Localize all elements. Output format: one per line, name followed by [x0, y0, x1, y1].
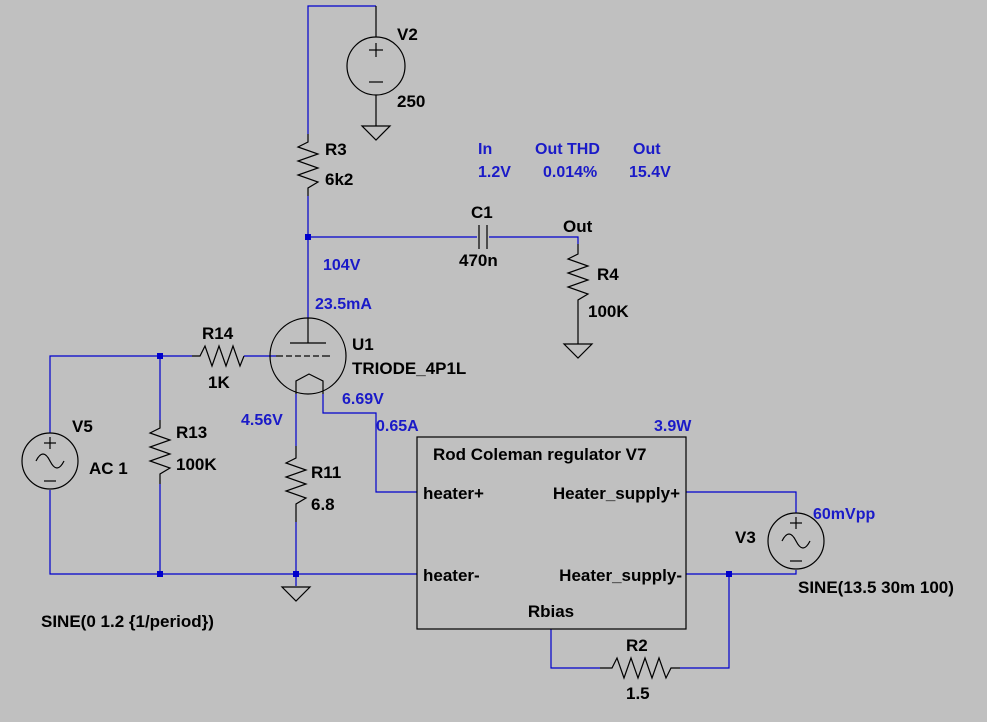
- net-label-out: Out: [563, 217, 593, 236]
- r3-resistor[interactable]: [296, 134, 320, 196]
- junction-supply-minus-node: [726, 571, 732, 577]
- annotation-ripple: 60mVpp: [813, 506, 875, 523]
- r14-resistor[interactable]: [192, 344, 245, 368]
- measurement-value-in: 1.2V: [478, 164, 511, 181]
- r13-value: 100K: [176, 455, 217, 474]
- junctions: [157, 234, 732, 577]
- r13-resistor[interactable]: [148, 420, 172, 484]
- v7-pin-rbias: Rbias: [528, 602, 574, 621]
- r3-value: 6k2: [325, 170, 353, 189]
- ground-icon: [280, 586, 312, 602]
- r14-value: 1K: [208, 373, 230, 392]
- v2-value: 250: [397, 92, 425, 111]
- r2-name: R2: [626, 636, 648, 655]
- r2-value: 1.5: [626, 684, 650, 703]
- wire-rbias-to-r2: [550, 629, 600, 669]
- wire-c1-to-out: [489, 236, 579, 244]
- c1-capacitor[interactable]: [478, 225, 488, 249]
- v7-title: Rod Coleman regulator V7: [433, 445, 646, 464]
- annotation-filament-voltage: 6.69V: [342, 391, 384, 408]
- v7-pin-heater-minus: heater-: [423, 566, 480, 585]
- wire-v5-top: [49, 355, 192, 433]
- r14-name: R14: [202, 324, 234, 343]
- wire-filament-to-heater-plus: [322, 394, 417, 493]
- junction-plate-node: [305, 234, 311, 240]
- v3-name: V3: [735, 528, 756, 547]
- measurement-value-out: 15.4V: [629, 164, 671, 181]
- v5-value: AC 1: [89, 459, 128, 478]
- ground-icon: [360, 125, 392, 141]
- v7-pin-supply-minus: Heater_supply-: [559, 566, 682, 585]
- c1-name: C1: [471, 203, 493, 222]
- r4-name: R4: [597, 265, 619, 284]
- junction-grid-node: [157, 353, 163, 359]
- measurement-header-out: Out: [633, 141, 661, 158]
- r2-resistor[interactable]: [600, 656, 680, 680]
- v5-name: V5: [72, 417, 93, 436]
- r3-name: R3: [325, 140, 347, 159]
- junction-ground-node-left: [157, 571, 163, 577]
- r4-value: 100K: [588, 302, 629, 321]
- c1-value: 470n: [459, 251, 498, 270]
- annotation-filament-current: 0.65A: [376, 418, 419, 435]
- r13-name: R13: [176, 423, 207, 442]
- r11-value: 6.8: [311, 495, 335, 514]
- v2-name: V2: [397, 25, 418, 44]
- v3-spice-directive: SINE(13.5 30m 100): [798, 578, 954, 597]
- v3-sine-source[interactable]: [767, 512, 825, 570]
- v5-spice-directive: SINE(0 1.2 {1/period}): [41, 612, 214, 631]
- wire-supply-minus-to-v3: [686, 570, 797, 575]
- u1-name: U1: [352, 335, 374, 354]
- annotation-plate-current: 23.5mA: [315, 296, 372, 313]
- measurement-header-in: In: [478, 141, 492, 158]
- annotation-cathode-voltage: 4.56V: [241, 412, 283, 429]
- v7-pin-supply-plus: Heater_supply+: [553, 484, 680, 503]
- annotation-regulator-power: 3.9W: [654, 418, 692, 435]
- wire-v5-bottom: [49, 490, 417, 575]
- v2-voltage-source[interactable]: [346, 6, 406, 141]
- r4-resistor[interactable]: [562, 244, 594, 359]
- wire-v2-to-r3: [307, 5, 376, 134]
- annotation-plate-voltage: 104V: [323, 257, 361, 274]
- measurement-table: In Out THD Out 1.2V 0.014% 15.4V: [478, 141, 671, 181]
- wires: [49, 5, 797, 669]
- junction-ground-node-cathode: [293, 571, 299, 577]
- u1-value: TRIODE_4P1L: [352, 359, 466, 378]
- v5-ac-source[interactable]: [21, 432, 79, 490]
- wire-r2-to-node: [680, 574, 730, 669]
- measurement-header-thd: Out THD: [535, 141, 600, 158]
- u1-triode[interactable]: [269, 317, 347, 395]
- r11-resistor[interactable]: [284, 446, 308, 522]
- v7-regulator-block[interactable]: [416, 436, 687, 630]
- ground-icon: [562, 343, 594, 359]
- measurement-value-thd: 0.014%: [543, 164, 597, 181]
- r11-name: R11: [311, 463, 341, 482]
- wire-supply-plus-to-v3: [686, 491, 797, 513]
- v7-pin-heater-plus: heater+: [423, 484, 484, 503]
